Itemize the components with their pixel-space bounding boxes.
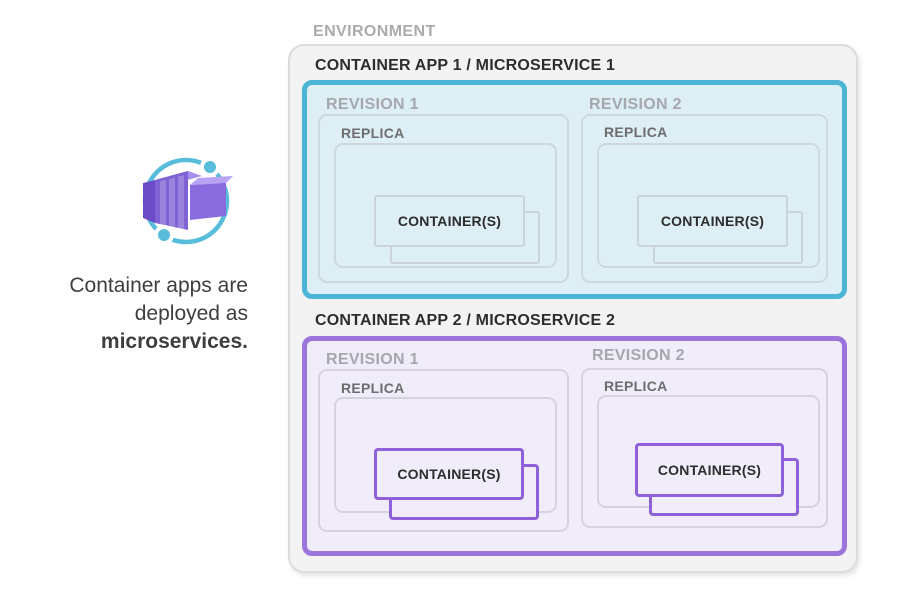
container-apps-icon bbox=[137, 148, 235, 252]
app1-revision-2-label: REVISION 2 bbox=[589, 96, 682, 113]
app2-revision-2-label: REVISION 2 bbox=[592, 347, 685, 364]
container-app-1-title: CONTAINER APP 1 / MICROSERVICE 1 bbox=[315, 57, 616, 74]
orbit-dot-bottom bbox=[154, 225, 174, 245]
caption-line: deployed as bbox=[134, 302, 248, 325]
app1-rev1-container-front: CONTAINER(S) bbox=[374, 195, 525, 247]
caption-line: Container apps are bbox=[69, 274, 248, 297]
app2-rev1-replica-label: REPLICA bbox=[341, 380, 405, 396]
app1-revision-1-box: REPLICA CONTAINER(S) bbox=[318, 114, 569, 283]
container-app-2-box: REVISION 1 REPLICA CONTAINER(S) REVISION… bbox=[302, 336, 847, 556]
container-label: CONTAINER(S) bbox=[657, 462, 762, 478]
app1-rev2-replica-label: REPLICA bbox=[604, 124, 668, 140]
cube-top-face bbox=[190, 176, 233, 185]
app2-rev2-container-front: CONTAINER(S) bbox=[635, 443, 784, 497]
app2-revision-1-label: REVISION 1 bbox=[326, 351, 419, 368]
app2-rev2-replica-box: CONTAINER(S) bbox=[597, 395, 820, 516]
app2-rev1-container-front: CONTAINER(S) bbox=[374, 448, 524, 500]
container-app-2-title: CONTAINER APP 2 / MICROSERVICE 2 bbox=[315, 312, 616, 329]
container-app-1-box: REVISION 1 REPLICA CONTAINER(S) REVISION… bbox=[302, 80, 847, 299]
caption-text: Container apps are deployed as microserv… bbox=[26, 272, 248, 356]
app1-rev1-replica-box: CONTAINER(S) bbox=[334, 143, 557, 268]
box-stripe bbox=[178, 175, 184, 232]
box-stripe bbox=[169, 177, 175, 230]
box-front-face bbox=[155, 171, 188, 230]
container-label: CONTAINER(S) bbox=[397, 466, 501, 482]
cube-front-face bbox=[190, 183, 226, 220]
app1-rev2-replica-box: CONTAINER(S) bbox=[597, 143, 820, 268]
container-label: CONTAINER(S) bbox=[660, 213, 765, 229]
app1-revision-2-box: REPLICA CONTAINER(S) bbox=[581, 114, 828, 283]
app1-revision-1-label: REVISION 1 bbox=[326, 96, 419, 113]
box-left-face bbox=[143, 180, 155, 223]
environment-box: CONTAINER APP 1 / MICROSERVICE 1 REVISIO… bbox=[288, 44, 858, 573]
environment-label: ENVIRONMENT bbox=[313, 23, 436, 40]
app1-rev2-container-front: CONTAINER(S) bbox=[637, 195, 788, 247]
app2-rev1-replica-box: CONTAINER(S) bbox=[334, 397, 557, 520]
app2-rev2-replica-label: REPLICA bbox=[604, 378, 668, 394]
caption-emphasis: microservices. bbox=[100, 330, 248, 353]
app2-revision-2-box: REPLICA CONTAINER(S) bbox=[581, 368, 828, 528]
app1-rev1-replica-label: REPLICA bbox=[341, 125, 405, 141]
container-label: CONTAINER(S) bbox=[397, 213, 502, 229]
box-stripe bbox=[160, 179, 166, 228]
app2-revision-1-box: REPLICA CONTAINER(S) bbox=[318, 369, 569, 532]
container-apps-icon-svg bbox=[142, 157, 233, 245]
orbit-dot-top bbox=[200, 157, 220, 177]
